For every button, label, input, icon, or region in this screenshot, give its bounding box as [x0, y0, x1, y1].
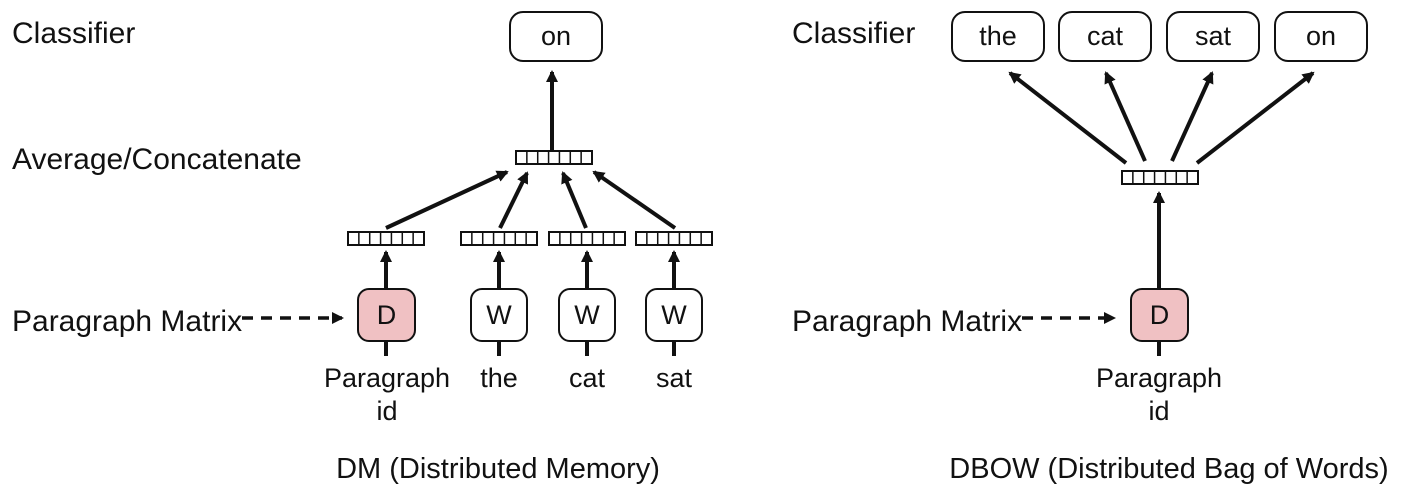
dm-input-paragraph-id: Paragraph id [323, 363, 451, 426]
dm-classifier-label: Classifier [12, 17, 136, 50]
dm-output-word-box: on [509, 11, 603, 62]
dm-paragraph-matrix-label: Paragraph Matrix [12, 305, 243, 338]
dm-arrow-cat-to-average [561, 171, 588, 229]
dbow-output-word-box-sat: sat [1166, 11, 1260, 62]
dm-word-vector-cat [548, 231, 626, 246]
dbow-output-word-box-on: on [1274, 11, 1368, 62]
dbow-input-paragraph-id: Paragraph id [1095, 363, 1223, 426]
dbow-output-word-box-cat: cat [1058, 11, 1152, 62]
dbow-arrow-vector-to-cat [1104, 71, 1147, 162]
dm-input-the: the [480, 363, 518, 393]
dbow-arrow-vector-to-on [1195, 71, 1315, 165]
dm-word-vector-sat [635, 231, 713, 246]
dm-average-label: Average/Concatenate [12, 143, 302, 176]
dm-input-sat: sat [655, 363, 693, 393]
dbow-output-word-box-the: the [951, 11, 1045, 62]
dbow-caption: DBOW (Distributed Bag of Words) [949, 453, 1389, 485]
dm-arrow-sat-to-average [592, 170, 677, 230]
dm-arrow-paragraph-to-average [385, 170, 509, 230]
dbow-arrow-vector-to-the [1008, 71, 1128, 165]
dm-caption: DM (Distributed Memory) [336, 453, 660, 485]
dm-word-node-sat: W [645, 288, 703, 342]
dm-arrow-the-to-average [498, 171, 529, 229]
dm-word-vector-the [460, 231, 538, 246]
dbow-paragraph-node: D [1130, 288, 1189, 342]
dm-average-vector [515, 150, 593, 165]
dm-paragraph-vector [347, 231, 425, 246]
dm-paragraph-node: D [357, 288, 416, 342]
dbow-classifier-label: Classifier [792, 17, 916, 50]
dm-input-cat: cat [568, 363, 606, 393]
dbow-arrow-vector-to-sat [1170, 71, 1214, 162]
dm-word-node-cat: W [558, 288, 616, 342]
dm-word-node-the: W [470, 288, 528, 342]
dbow-paragraph-vector [1121, 170, 1199, 185]
dbow-paragraph-matrix-label: Paragraph Matrix [792, 305, 1023, 338]
